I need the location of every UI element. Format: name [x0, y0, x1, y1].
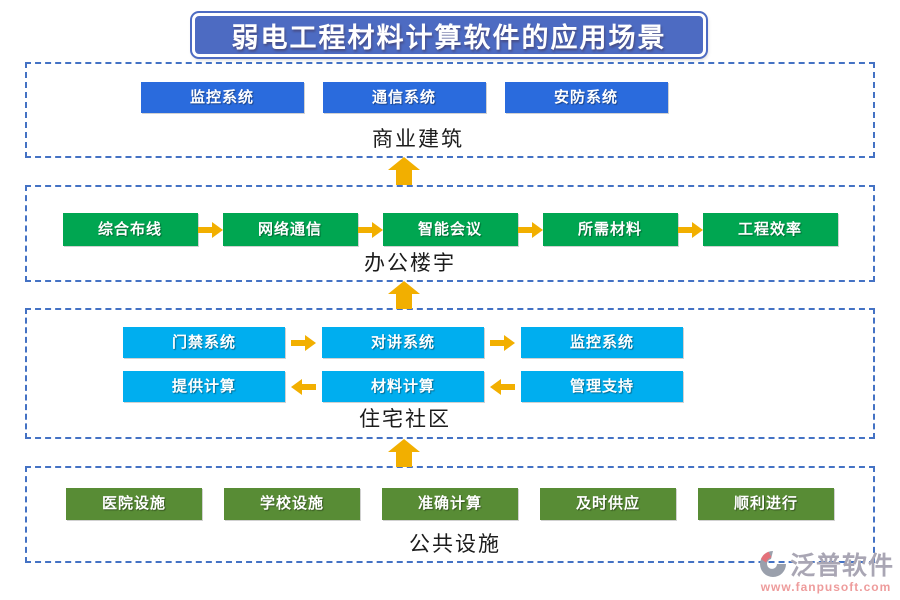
flow-button: 所需材料: [542, 213, 678, 246]
brand-url: www.fanpusoft.com: [760, 580, 892, 594]
flow-button: 工程效率: [702, 213, 838, 246]
flow-button: 学校设施: [224, 488, 360, 520]
flow-row: 监控系统通信系统安防系统: [0, 82, 827, 113]
right-arrow-icon: [357, 221, 383, 238]
flow-button: 材料计算: [322, 371, 484, 402]
left-arrow-icon: [291, 378, 316, 395]
section-residential: 门禁系统 对讲系统 监控系统提供计算 材料计算 管理支持住宅社区: [25, 308, 875, 439]
up-arrow-icon: [388, 157, 420, 185]
fanpu-logo-icon: [759, 551, 786, 577]
section-label: 公共设施: [409, 532, 501, 556]
flow-row: 医院设施学校设施准确计算及时供应顺利进行: [27, 488, 873, 520]
right-arrow-icon: [490, 334, 515, 351]
flow-button: 顺利进行: [698, 488, 834, 520]
flow-button: 通信系统: [322, 82, 486, 113]
right-arrow-icon: [291, 334, 316, 351]
right-arrow-icon: [677, 221, 703, 238]
left-arrow-icon: [490, 378, 515, 395]
section-public: 医院设施学校设施准确计算及时供应顺利进行公共设施: [25, 466, 875, 563]
section-label: 商业建筑: [372, 127, 464, 151]
flow-button: 监控系统: [521, 327, 683, 358]
flow-button: 准确计算: [382, 488, 518, 520]
flow-button: 综合布线: [62, 213, 198, 246]
section-label: 住宅社区: [359, 407, 451, 431]
section-label: 办公楼宇: [364, 251, 456, 275]
brand-watermark: 泛普软件 www.fanpusoft.com: [758, 546, 894, 594]
flow-row: 综合布线网络通信智能会议所需材料工程效率: [27, 213, 873, 246]
flow-button: 网络通信: [222, 213, 358, 246]
page-title: 弱电工程材料计算软件的应用场景: [192, 13, 706, 57]
flow-button: 对讲系统: [322, 327, 484, 358]
flow-button: 管理支持: [521, 371, 683, 402]
flow-button: 医院设施: [66, 488, 202, 520]
flow-button: 智能会议: [382, 213, 518, 246]
brand-name: 泛普软件: [789, 552, 894, 580]
section-office: 综合布线网络通信智能会议所需材料工程效率办公楼宇: [25, 185, 875, 282]
up-arrow-icon: [388, 439, 420, 467]
section-commercial: 监控系统通信系统安防系统商业建筑: [25, 62, 875, 158]
flow-button: 安防系统: [504, 82, 668, 113]
flow-button: 及时供应: [540, 488, 676, 520]
right-arrow-icon: [517, 221, 543, 238]
flow-row: 提供计算 材料计算 管理支持: [0, 371, 826, 402]
flow-row: 门禁系统 对讲系统 监控系统: [0, 327, 826, 358]
right-arrow-icon: [197, 221, 223, 238]
flow-button: 提供计算: [123, 371, 285, 402]
flow-button: 门禁系统: [123, 327, 285, 358]
flow-button: 监控系统: [140, 82, 304, 113]
up-arrow-icon: [388, 281, 420, 309]
